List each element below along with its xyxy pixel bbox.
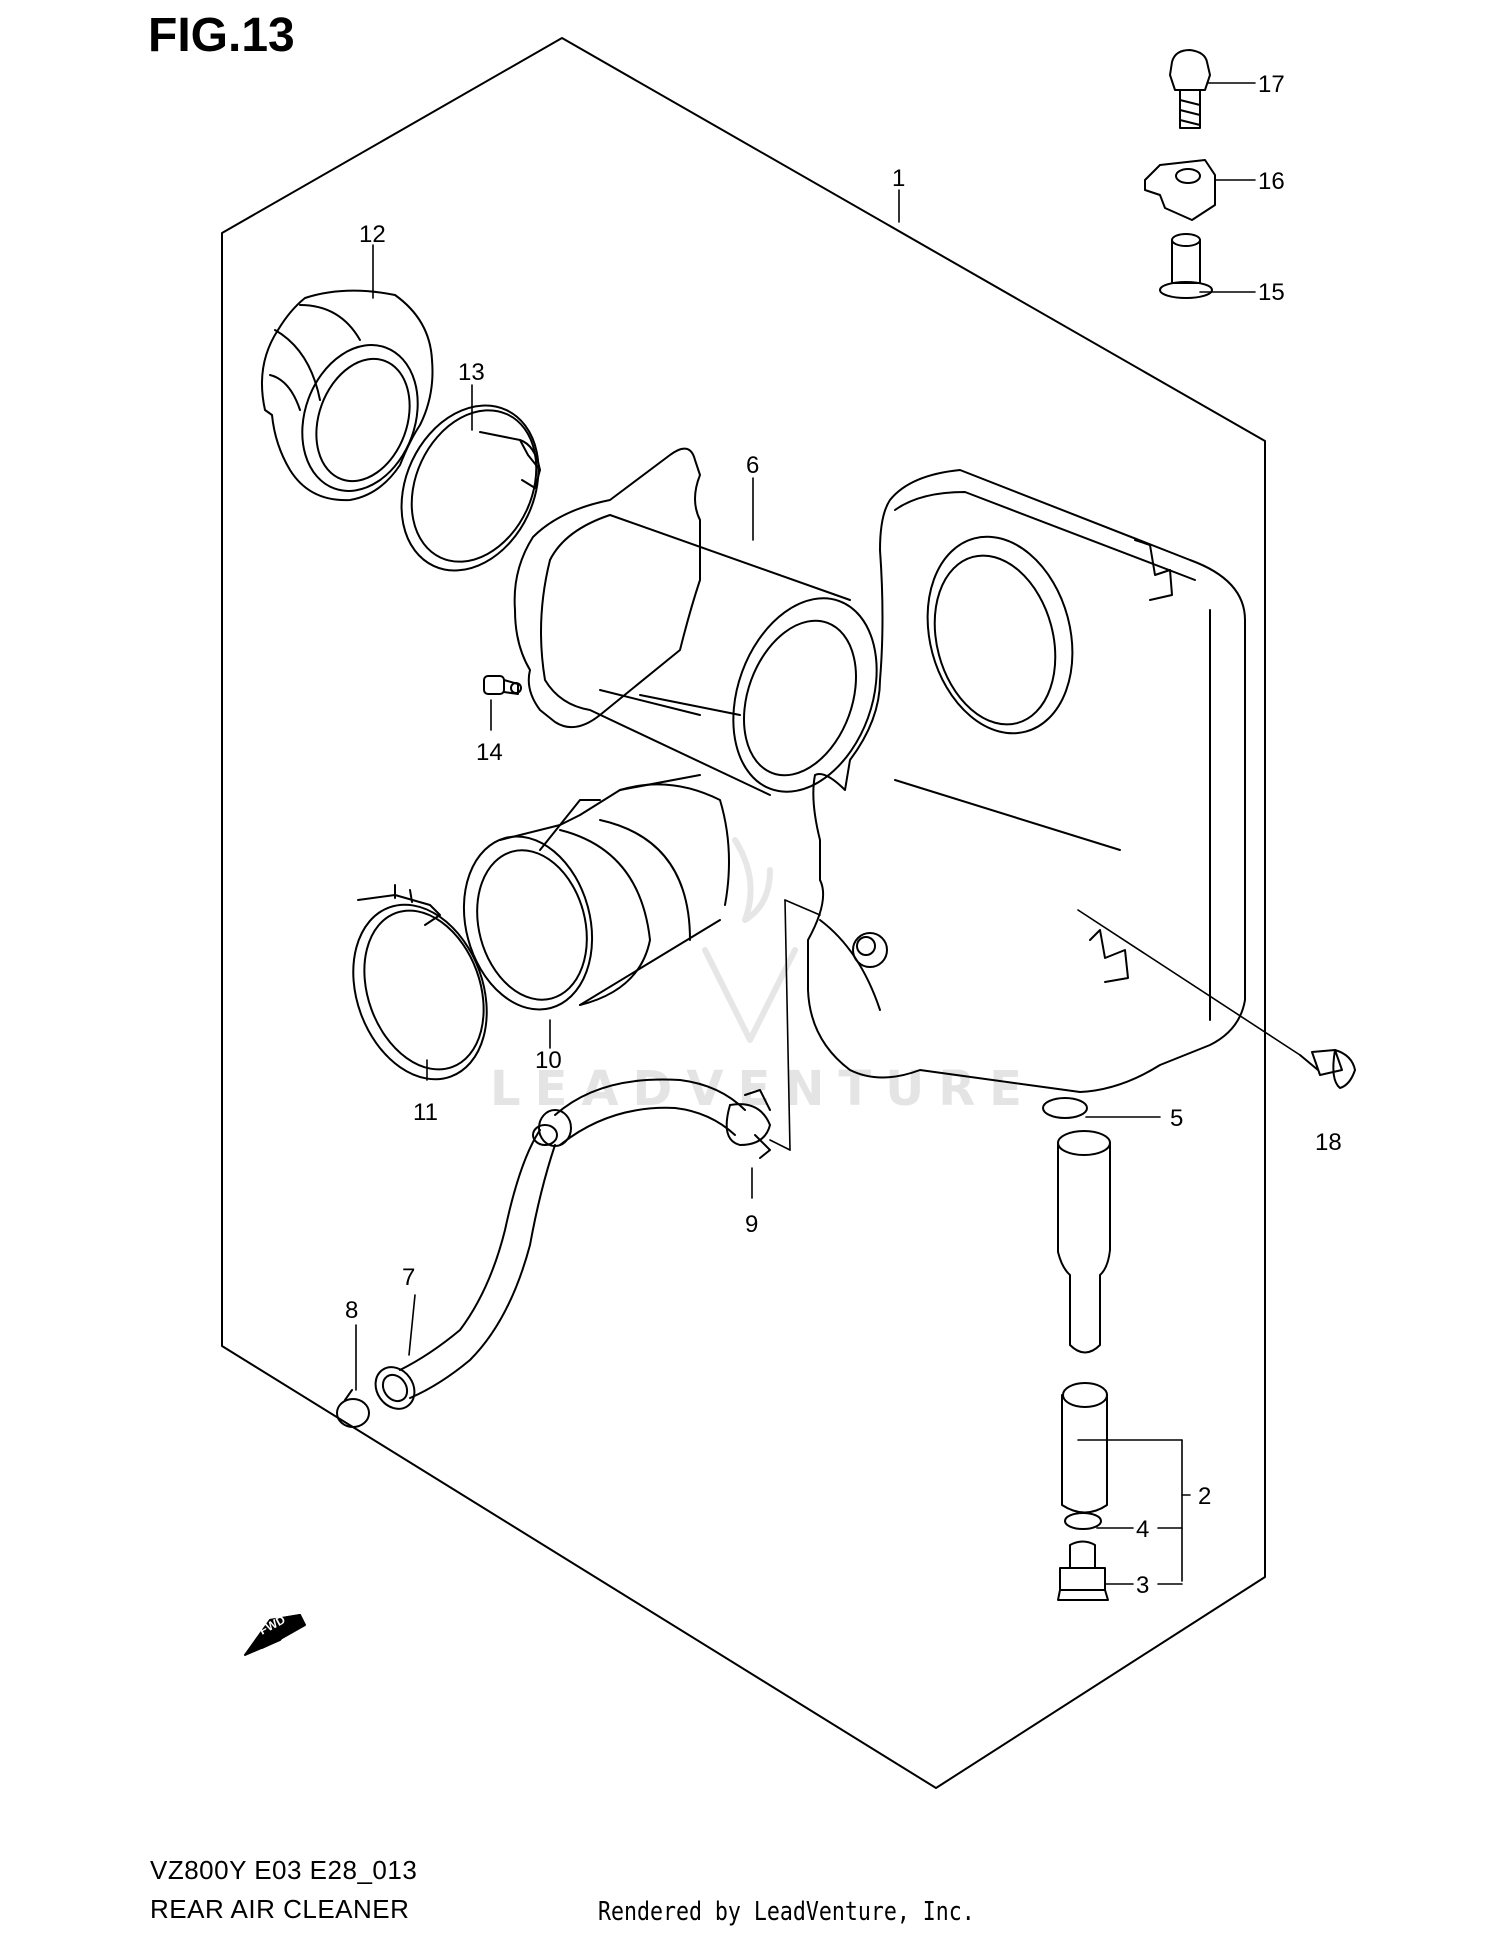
fwd-arrow-icon (244, 1614, 306, 1656)
render-credit: Rendered by LeadVenture, Inc. (598, 1897, 975, 1927)
leader-lines (355, 82, 1301, 1585)
callout-12: 12 (359, 221, 386, 248)
assembly-frame (221, 37, 1266, 1789)
callout-13: 13 (458, 359, 485, 386)
part-14-screw (483, 675, 522, 695)
part-13-band-clamp (400, 404, 541, 572)
callout-11: 11 (413, 1099, 438, 1126)
part-18-bolt (1299, 1049, 1356, 1089)
callout-8: 8 (345, 1297, 358, 1324)
part-16-bracket (1144, 159, 1216, 221)
part-17-bolt (1169, 49, 1211, 129)
callout-15: 15 (1258, 279, 1285, 306)
callout-14: 14 (476, 739, 503, 766)
callout-1: 1 (892, 165, 905, 192)
callout-6: 6 (746, 452, 759, 479)
part-6-filter-element (513, 447, 878, 796)
watermark-logo (702, 837, 798, 1043)
callout-7: 7 (402, 1264, 415, 1291)
callout-9: 9 (745, 1211, 758, 1238)
callout-10: 10 (535, 1047, 562, 1074)
model-code: VZ800Y E03 E28_013 (150, 1855, 418, 1885)
part-1-air-cleaner-case (807, 469, 1246, 1093)
part-8-clip (336, 1389, 370, 1428)
part-3-drain-plug (1057, 1540, 1109, 1601)
callout-18: 18 (1315, 1129, 1342, 1156)
callout-17: 17 (1258, 71, 1285, 98)
callout-5: 5 (1170, 1105, 1183, 1132)
part-10-inlet-tube (462, 774, 730, 1011)
part-9-hose-clamp (725, 1089, 771, 1159)
figure-title: FIG.13 (148, 9, 295, 62)
callout-3: 3 (1136, 1572, 1149, 1599)
part-7-drain-hose (374, 1078, 746, 1410)
part-2-drain-tube-assembly (1057, 1130, 1111, 1514)
part-12-outer-cover (260, 289, 434, 502)
part-5-clip (1042, 1097, 1088, 1119)
watermark-text: LEADVENTURE (490, 1061, 1036, 1117)
callout-16: 16 (1258, 168, 1285, 195)
callout-2: 2 (1198, 1483, 1211, 1510)
diagram-caption: REAR AIR CLEANER (150, 1894, 410, 1924)
callout-labels: 1 2 3 4 5 6 7 8 9 10 11 12 13 14 15 16 1… (345, 71, 1342, 1599)
callout-4: 4 (1136, 1516, 1149, 1543)
part-4-clip (1064, 1512, 1102, 1530)
part-11-band-clamp (352, 884, 488, 1081)
part-15-collar (1159, 233, 1213, 299)
